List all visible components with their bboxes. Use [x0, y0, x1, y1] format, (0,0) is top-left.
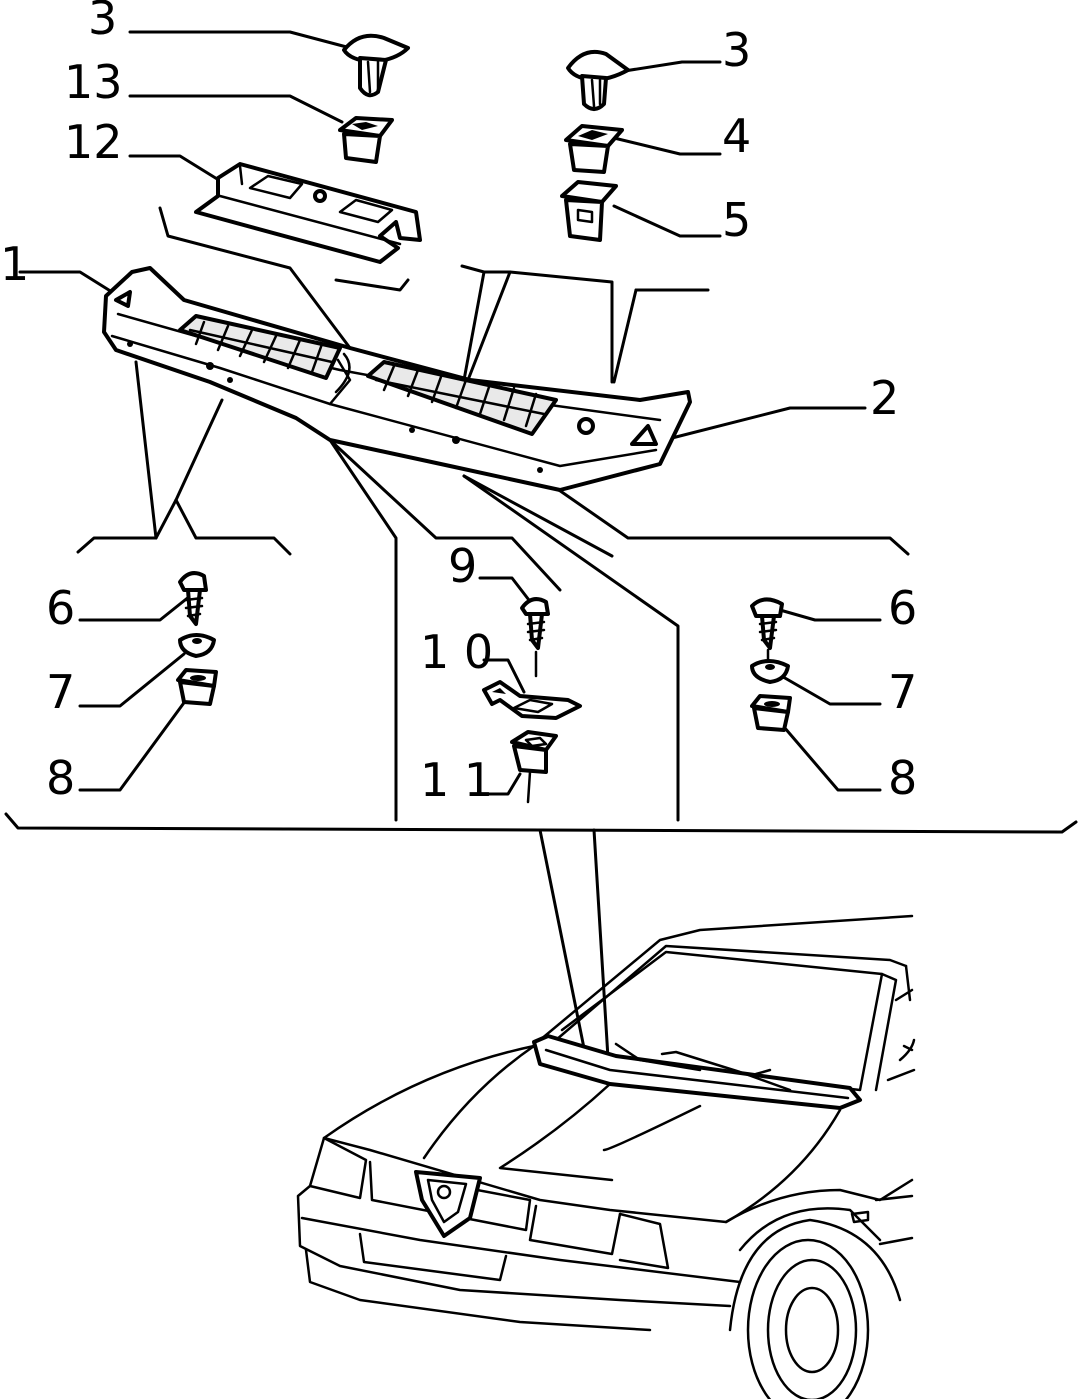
- clip-3-right: [566, 49, 630, 111]
- grille-right: [366, 360, 558, 436]
- callout-9: 9: [448, 539, 477, 593]
- nut-13: [338, 116, 394, 164]
- callout-5: 5: [722, 193, 751, 247]
- callout-4: 4: [722, 109, 751, 163]
- callout-8-left: 8: [46, 751, 75, 805]
- leader-lines: [18, 30, 882, 796]
- cowl-panel: [102, 266, 692, 492]
- washer-7-left: [178, 633, 216, 658]
- bracket-10: [482, 680, 582, 720]
- callout-1: 1: [0, 237, 29, 291]
- grille-left: [178, 314, 342, 380]
- callout-11: 1 1: [420, 753, 493, 807]
- callout-10: 1 0: [420, 625, 493, 679]
- callout-6-right: 6: [888, 581, 917, 635]
- screw-9: [520, 597, 550, 678]
- car-illustration: [296, 914, 916, 1399]
- washer-7-right: [750, 659, 790, 684]
- callout-7-right: 7: [888, 665, 917, 719]
- callout-3-left: 3: [88, 0, 117, 45]
- callout-8-right: 8: [888, 751, 917, 805]
- nut-8-right: [750, 694, 792, 732]
- group-brackets: [4, 206, 1078, 1060]
- callout-7-left: 7: [46, 665, 75, 719]
- callout-13: 13: [64, 55, 123, 109]
- callout-3-right: 3: [722, 23, 751, 77]
- callout-12: 12: [64, 115, 123, 169]
- bracket-12: [194, 162, 422, 264]
- callout-6-left: 6: [46, 581, 75, 635]
- nut-8-left: [176, 668, 218, 706]
- nut-4: [564, 124, 624, 174]
- callout-2: 2: [870, 371, 899, 425]
- nut-5: [560, 180, 618, 242]
- nut-11: [510, 730, 558, 804]
- clip-3-left: [342, 33, 410, 98]
- screw-6-left: [178, 571, 208, 626]
- screw-6-right: [750, 597, 784, 666]
